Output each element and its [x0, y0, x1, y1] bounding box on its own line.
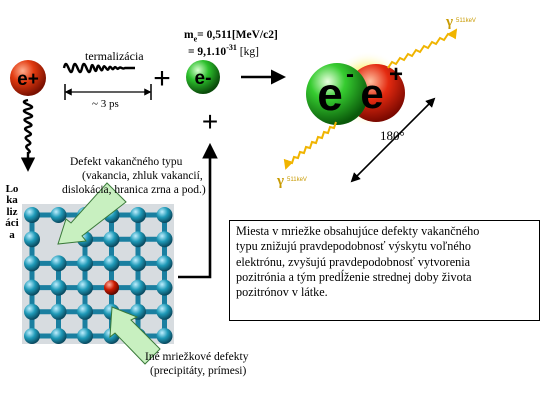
defect-atom — [104, 280, 119, 296]
positronium-electron-label: e — [317, 68, 343, 120]
lattice-atom — [24, 279, 40, 296]
mass-line-2: = 9,1.10-31 [kg] — [188, 43, 259, 58]
time-label: ~ 3 ps — [92, 98, 119, 110]
crystal-lattice — [22, 204, 174, 344]
lattice-atom — [156, 328, 173, 344]
localization-label: Lokalizácia — [5, 183, 19, 241]
vacancy-pointer-arrow — [57, 182, 127, 245]
lattice-atom — [103, 255, 120, 272]
lattice-atom — [24, 207, 40, 223]
explanation-box: Miesta v mriežke obsahujúce defekty vaka… — [229, 220, 540, 321]
lattice-atom — [24, 255, 40, 272]
lattice-atom — [156, 255, 173, 272]
vacancy-defect-line-2: (vakancia, zhluk vakancií, — [82, 170, 203, 182]
lattice-atom — [156, 279, 173, 296]
gamma-energy-bottom: 511keV — [287, 177, 307, 183]
lattice-atom — [77, 328, 93, 344]
return-arrow — [178, 142, 218, 279]
localization-wave — [20, 98, 36, 172]
svg-text:-: - — [346, 61, 354, 88]
lattice-atom — [24, 303, 40, 320]
explanation-line: typu znižujú pravdepodobnosť výskytu voľ… — [236, 239, 471, 254]
positronium-positron-label: e — [360, 70, 383, 117]
lattice-atom — [130, 231, 146, 248]
electron-symbol: e- — [195, 68, 212, 89]
lattice-atom — [50, 303, 67, 320]
other-defect-pointer-arrow — [109, 306, 161, 365]
lattice-atom — [50, 328, 67, 344]
vacancy-defect-title: Defekt vakančného typu — [70, 156, 183, 168]
mass-line-1: me= 0,511[MeV/c2] — [184, 29, 278, 44]
lattice-atom — [130, 207, 146, 223]
angle-label: 180° — [380, 128, 405, 143]
plus-sign-1: + — [153, 62, 171, 95]
explanation-line: pozitrónia a tým predĺženie strednej dob… — [236, 269, 472, 284]
positron-symbol: e+ — [17, 69, 39, 90]
other-defect-title: Iné mriežkové defekty — [145, 351, 249, 363]
gamma-symbol-top: γ — [445, 14, 453, 30]
other-defect-line-2: (precipitáty, prímesi) — [150, 365, 247, 377]
lattice-atom — [156, 207, 173, 223]
positron-particle: e+ — [10, 60, 46, 96]
gamma-ray-top — [387, 28, 458, 69]
gamma-ray-bottom — [283, 121, 337, 170]
lattice-atom — [50, 255, 67, 272]
lattice-atom — [156, 231, 173, 248]
thermalization-wave — [62, 62, 135, 74]
explanation-line: Miesta v mriežke obsahujúce defekty vaka… — [236, 224, 480, 238]
explanation-line: elektrónu, zvyšujú pravdepodobnosť vytvo… — [236, 254, 471, 269]
svg-text:+: + — [389, 61, 403, 88]
lattice-atom — [24, 231, 40, 248]
lattice-atom — [77, 303, 93, 320]
explanation-line: pozitrónov v látke. — [236, 285, 328, 300]
angle-arrow — [350, 97, 436, 183]
lattice-atom — [77, 279, 93, 296]
lattice-atom — [156, 303, 173, 320]
electron-particle: e- — [186, 60, 220, 94]
vacancy-defect-line-3: dislokácia, hranica zrna a pod.) — [62, 184, 206, 196]
gamma-energy-top: 511keV — [456, 18, 476, 24]
lattice-atom — [50, 279, 67, 296]
lattice-atom — [50, 207, 67, 223]
lattice-atom — [130, 279, 146, 296]
lattice-atom — [24, 328, 40, 344]
plus-sign-2: + — [202, 106, 218, 137]
thermalization-label: termalizácia — [85, 49, 144, 63]
lattice-atom — [77, 255, 93, 272]
lattice-atom — [103, 231, 120, 248]
gamma-symbol-bottom: γ — [276, 173, 284, 189]
lattice-atom — [130, 255, 146, 272]
